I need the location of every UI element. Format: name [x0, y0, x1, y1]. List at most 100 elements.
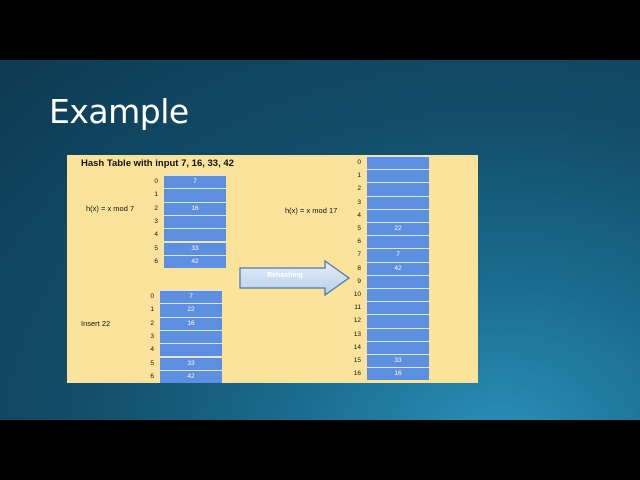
slot-cell: [367, 235, 429, 249]
slot-cell: [367, 314, 429, 328]
table-row: 1: [140, 188, 226, 202]
table-row: 5 22: [345, 222, 429, 236]
slot-index: 5: [357, 225, 361, 232]
slot-index: 3: [150, 332, 154, 340]
diagram-panel: Hash Table with input 7, 16, 33, 42 h(x)…: [67, 155, 478, 384]
table-row: 4: [345, 208, 429, 222]
slot-index: 1: [150, 306, 154, 314]
table-row: 3: [345, 195, 429, 209]
slot-index: 2: [357, 185, 361, 193]
table-row: 3: [138, 329, 222, 344]
slot-index: 5: [150, 359, 154, 367]
slot-cell: [367, 208, 429, 222]
slot-index: 10: [353, 291, 361, 298]
slot-index: 1: [154, 191, 158, 199]
slot-cell: 33: [164, 241, 226, 255]
slot-cell: 7: [160, 290, 222, 304]
table-row: 12: [345, 314, 429, 328]
slot-index: 15: [353, 357, 361, 364]
slot-index: 0: [357, 159, 361, 166]
table-row: 8 42: [345, 261, 429, 275]
slot-index: 13: [353, 330, 361, 338]
slot-cell: 22: [160, 303, 222, 317]
slot-index: 16: [353, 370, 361, 378]
slot-index: 6: [357, 238, 361, 246]
slot-index: 3: [357, 198, 361, 206]
slot-cell: [367, 340, 429, 354]
slot-index: 4: [150, 346, 154, 354]
slot-index: 9: [357, 277, 361, 285]
slot-index: 6: [150, 372, 154, 380]
table-row: 0: [345, 156, 429, 170]
panel-title: Hash Table with input 7, 16, 33, 42: [81, 158, 234, 169]
slot-cell: 33: [367, 354, 429, 368]
slot-index: 4: [154, 231, 158, 239]
table-row: 6 42: [140, 254, 226, 269]
table-row: 1: [345, 169, 429, 183]
table-row: 2 16: [140, 201, 226, 215]
rehashing-arrow-icon: [239, 260, 351, 296]
table-row: 3: [140, 214, 226, 229]
mod7-function-label: h(x) = x mod 7: [86, 204, 135, 213]
slot-cell: 7: [164, 175, 226, 189]
slot-cell: 16: [367, 367, 429, 381]
slot-index: 5: [154, 244, 158, 252]
slot-cell: 16: [160, 316, 222, 330]
slot-cell: [367, 169, 429, 183]
slot-cell: 42: [367, 261, 429, 275]
slot-index: 8: [357, 264, 361, 272]
slot-cell: [367, 327, 429, 341]
slot-cell: [367, 182, 429, 196]
slot-cell: [367, 195, 429, 209]
slot-index: 4: [357, 211, 361, 219]
table-row: 11: [345, 301, 429, 315]
table-row: 4: [138, 343, 222, 357]
slot-index: 2: [154, 204, 158, 212]
slot-cell: [367, 274, 429, 288]
table-row: 6: [345, 235, 429, 249]
slot-cell: [160, 343, 222, 357]
slot-cell: [367, 301, 429, 315]
slot-index: 6: [154, 257, 158, 265]
slot-cell: [164, 228, 226, 242]
slide-title: Example: [49, 92, 189, 131]
slot-cell: [164, 188, 226, 202]
slot-cell: [367, 288, 429, 302]
rehashing-label: Rehashing: [267, 272, 303, 279]
slot-index: 0: [150, 293, 154, 300]
slot-index: 0: [154, 178, 158, 185]
slot-cell: [160, 329, 222, 344]
slot-cell: 22: [367, 222, 429, 236]
slot-cell: 33: [160, 356, 222, 370]
table-row: 2: [345, 182, 429, 196]
slot-cell: 42: [164, 254, 226, 269]
table-row: 4: [140, 228, 226, 242]
slot-index: 1: [357, 172, 361, 180]
table-row: 14: [345, 340, 429, 354]
slot-cell: [367, 156, 429, 170]
table-row: 5 33: [140, 241, 226, 255]
slot-index: 7: [357, 251, 361, 259]
slot-cell: 7: [367, 248, 429, 262]
table-row: 2 16: [138, 316, 222, 330]
table-row: 5 33: [138, 356, 222, 370]
table-row: 9: [345, 274, 429, 288]
slot-index: 12: [353, 317, 361, 325]
slot-index: 2: [150, 319, 154, 327]
slot-index: 14: [353, 343, 361, 351]
slot-cell: [164, 214, 226, 229]
slot-cell: 42: [160, 369, 222, 384]
slot-index: 3: [154, 217, 158, 225]
table-row: 10: [345, 288, 429, 302]
table-row: 6 42: [138, 369, 222, 384]
mod17-function-label: h(x) = x mod 17: [285, 206, 338, 215]
slot-index: 11: [354, 304, 361, 312]
table-row: 13: [345, 327, 429, 341]
insert-label: Insert 22: [81, 319, 111, 328]
slot-cell: 16: [164, 201, 226, 215]
